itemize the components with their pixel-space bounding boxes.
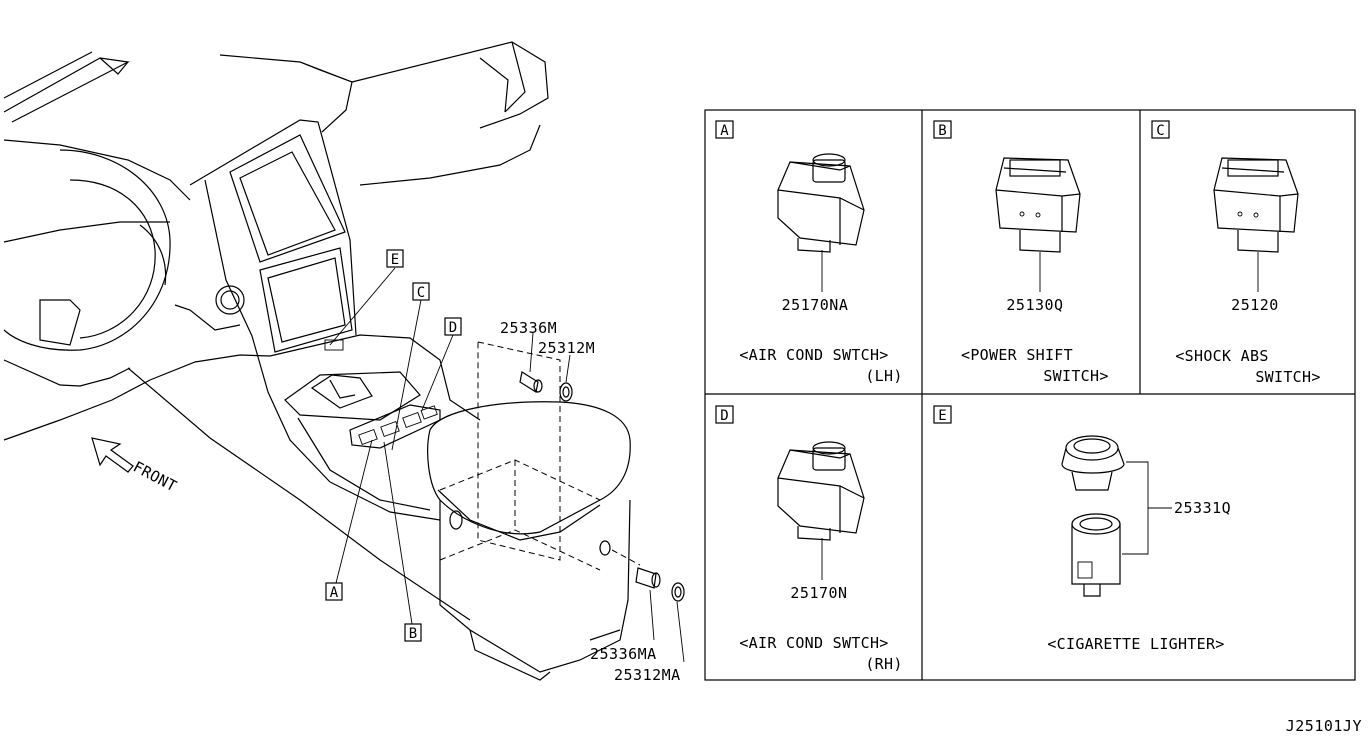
air-cond-switch-rh-icon	[777, 441, 865, 541]
cigarette-lighter-icon	[1061, 435, 1125, 597]
part-number-25130Q: 25130Q	[1006, 296, 1063, 314]
callout-c[interactable]: C	[412, 282, 430, 301]
panel-b[interactable]: B 25130Q <POWER SHIFT SWITCH>	[933, 120, 1109, 385]
front-label: FRONT	[130, 458, 180, 496]
caption-a-line2: (LH)	[865, 367, 902, 385]
part-number-25170NA: 25170NA	[782, 296, 849, 314]
svg-text:E: E	[391, 252, 399, 268]
callout-e[interactable]: E	[386, 249, 404, 268]
shock-abs-switch-icon	[1213, 157, 1299, 253]
callout-d[interactable]: D	[444, 317, 462, 336]
svg-text:C: C	[1156, 123, 1164, 139]
socket-part-upper	[519, 371, 573, 402]
part-number-25312MA[interactable]: 25312MA	[614, 666, 681, 684]
svg-text:E: E	[938, 408, 946, 424]
caption-e: <CIGARETTE LIGHTER>	[1047, 635, 1224, 653]
caption-c-line2: SWITCH>	[1255, 368, 1320, 386]
svg-text:C: C	[417, 285, 425, 301]
svg-text:D: D	[720, 408, 728, 424]
callout-a[interactable]: A	[325, 582, 343, 601]
panel-d[interactable]: D 25170N <AIR COND SWTCH> (RH)	[715, 405, 903, 673]
part-number-25336M[interactable]: 25336M	[500, 319, 557, 337]
interior-overview-drawing	[3, 41, 685, 681]
power-shift-switch-icon	[995, 157, 1081, 253]
caption-b-line1: <POWER SHIFT	[961, 346, 1073, 364]
part-number-25336MA[interactable]: 25336MA	[590, 645, 657, 663]
caption-b-line2: SWITCH>	[1043, 367, 1108, 385]
panel-a[interactable]: A 25170NA <AIR COND SWTCH> (LH)	[715, 120, 903, 385]
svg-text:A: A	[330, 585, 339, 601]
svg-text:A: A	[720, 123, 729, 139]
caption-a-line1: <AIR COND SWTCH>	[739, 346, 888, 364]
socket-part-lower	[635, 567, 685, 602]
part-number-25312M[interactable]: 25312M	[538, 339, 595, 357]
svg-text:D: D	[449, 320, 457, 336]
part-number-25331Q: 25331Q	[1174, 499, 1231, 517]
caption-d-line1: <AIR COND SWTCH>	[739, 634, 888, 652]
part-number-25120: 25120	[1231, 296, 1279, 314]
caption-d-line2: (RH)	[865, 655, 902, 673]
drawing-code: J25101JY	[1286, 717, 1362, 735]
svg-text:B: B	[409, 626, 417, 642]
panel-c[interactable]: C 25120 <SHOCK ABS SWITCH>	[1151, 120, 1321, 386]
svg-text:B: B	[938, 123, 946, 139]
panel-e[interactable]: E 25331Q <CIGARETTE LIGHTER>	[933, 405, 1231, 653]
air-cond-switch-lh-icon	[777, 153, 865, 253]
caption-c-line1: <SHOCK ABS	[1175, 347, 1268, 365]
callout-b[interactable]: B	[404, 623, 422, 642]
part-number-25170N: 25170N	[790, 584, 847, 602]
detail-grid	[704, 109, 1356, 681]
